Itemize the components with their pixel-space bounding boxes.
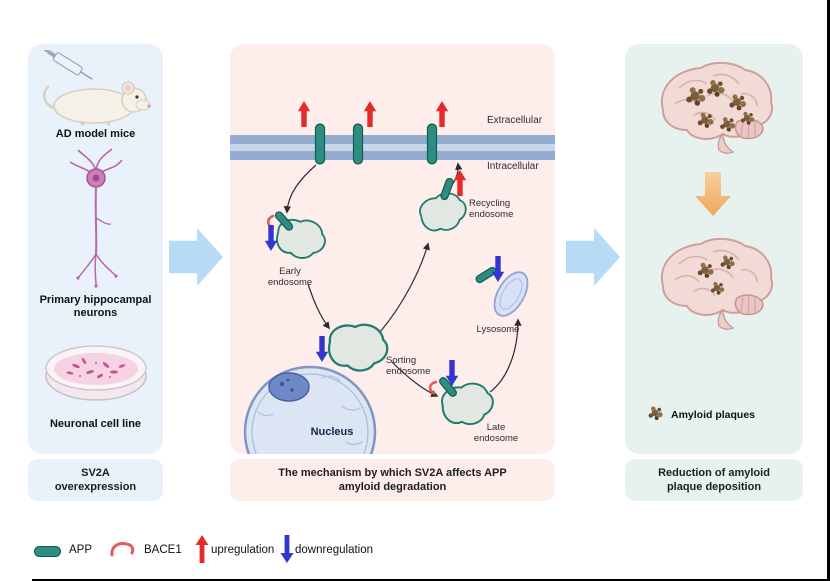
sorting-endosome-label: Sorting — [386, 355, 416, 366]
early-endosome-label: Early — [279, 266, 301, 277]
left-caption-line2: overexpression — [54, 481, 137, 493]
ad-model-mice-label: AD model mice — [55, 128, 136, 140]
upregulation-arrow-icon — [435, 101, 449, 127]
late-endosome — [427, 375, 497, 429]
late-endosome-label: Late — [487, 422, 506, 433]
screenshot-right-border — [827, 0, 830, 581]
downregulation-arrow-icon — [315, 336, 329, 362]
upregulation-arrow-icon — [363, 101, 377, 127]
app-protein-membrane-icons — [314, 123, 438, 165]
legend-app-label: APP — [69, 544, 93, 556]
legend-up-arrow-icon — [195, 535, 209, 563]
plaque-legend-label: Amyloid plaques — [671, 409, 755, 421]
legend-bace1-icon — [110, 542, 135, 557]
brain-outcome-diagram: Amyloid plaques — [648, 61, 774, 421]
reduction-arrow-icon — [695, 172, 731, 216]
nucleus-label: Nucleus — [311, 426, 354, 438]
upregulation-arrow-icon — [453, 170, 467, 196]
legend-app-icon — [34, 546, 61, 557]
neuron-icon — [69, 148, 123, 288]
brain-before-icon — [660, 61, 774, 155]
left-caption: SV2A overexpression — [28, 459, 163, 501]
recycling-endosome-label-line2: endosome — [469, 209, 513, 220]
right-caption-line2: plaque deposition — [666, 481, 762, 493]
primary-neurons-label-line2: neurons — [73, 307, 118, 319]
legend-downregulation-label: downregulation — [295, 544, 374, 556]
amyloid-plaque-icon — [648, 406, 663, 421]
mouse-syringe-icon — [42, 50, 151, 126]
left-panel: AD model mice Primary hippocampal neuron… — [28, 44, 163, 454]
intracellular-label: Intracellular — [487, 161, 539, 172]
legend-down-arrow-icon — [280, 535, 294, 563]
middle-caption-line1: The mechanism by which SV2A affects APP — [278, 466, 507, 479]
cell-line-label: Neuronal cell line — [49, 418, 142, 430]
left-caption-line1: SV2A — [81, 466, 110, 479]
late-endosome-label-line2: endosome — [474, 433, 518, 444]
cultured-cells-icon — [66, 357, 126, 379]
primary-neurons-label: Primary hippocampal — [39, 294, 152, 306]
legend-bace1-label: BACE1 — [144, 544, 182, 556]
nucleus: Nucleus — [243, 365, 377, 454]
legend-upregulation-label: upregulation — [211, 544, 275, 556]
screenshot-bottom-border — [32, 579, 830, 581]
recycling-endosome-label: Recycling — [469, 198, 510, 209]
petri-dish-icon — [45, 345, 147, 401]
lysosome — [474, 265, 529, 317]
sorting-endosome-label-line2: endosome — [386, 366, 430, 377]
extracellular-label: Extracellular — [487, 115, 543, 126]
right-caption-line1: Reduction of amyloid — [658, 466, 770, 479]
middle-caption-line2: amyloid degradation — [338, 481, 447, 493]
cell-mechanism-diagram: Extracellular Intracellular Early endoso… — [230, 101, 555, 454]
middle-caption: The mechanism by which SV2A affects APP … — [230, 459, 555, 501]
nucleolus-icon — [268, 372, 310, 402]
early-endosome — [264, 209, 330, 263]
middle-panel: Extracellular Intracellular Early endoso… — [230, 44, 555, 454]
syringe-icon — [43, 50, 93, 80]
flow-arrow-right — [566, 228, 620, 286]
early-endosome-label-line2: endosome — [268, 277, 312, 288]
upregulation-arrow-icon — [297, 101, 311, 127]
lysosome-label: Lysosome — [477, 324, 520, 335]
downregulation-arrow-icon — [264, 225, 278, 251]
right-caption: Reduction of amyloid plaque deposition — [625, 459, 803, 501]
sorting-endosome — [326, 320, 391, 374]
flow-arrow-left — [169, 228, 223, 286]
cell-membrane — [230, 135, 555, 160]
right-panel: Amyloid plaques — [625, 44, 803, 454]
